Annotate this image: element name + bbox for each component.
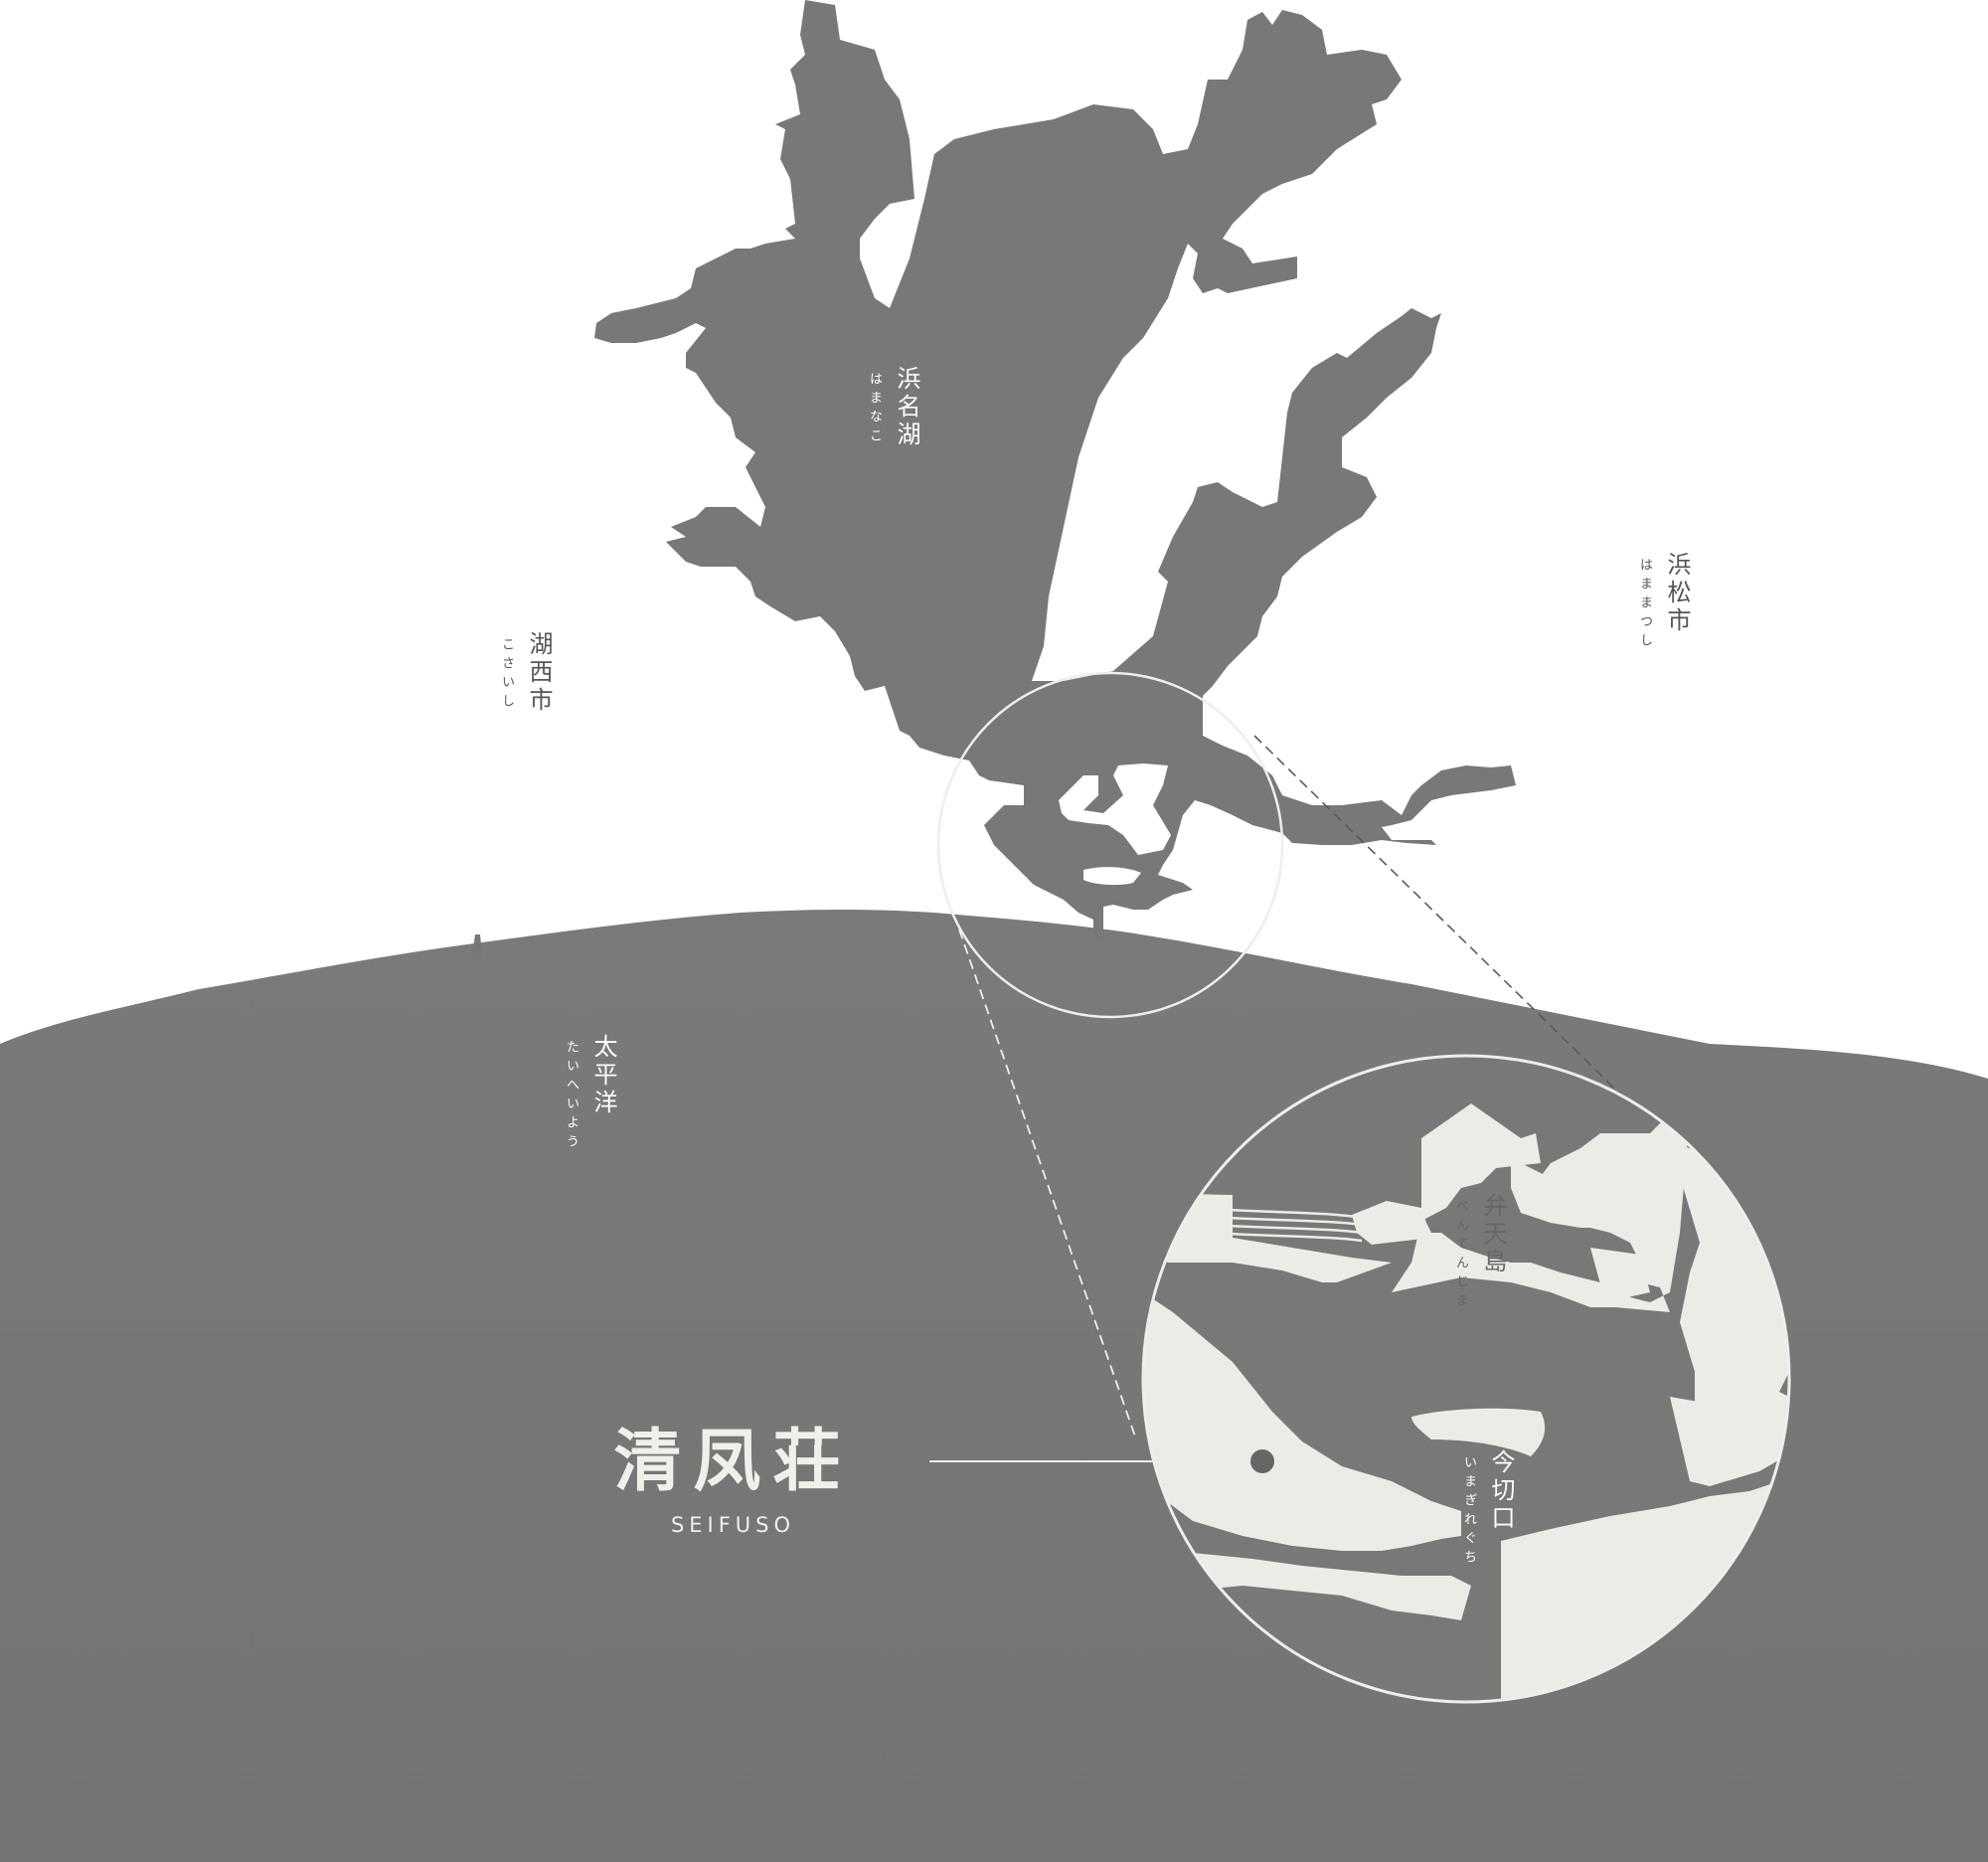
label-hamanako: 浜名湖 はまなこ: [865, 366, 924, 449]
label-pacific-name: 太平洋: [589, 1034, 617, 1117]
label-hamamatsu-name: 浜松市: [1663, 552, 1691, 635]
label-kosai-name: 湖西市: [525, 631, 553, 715]
label-hamanako-ruby: はまなこ: [867, 372, 882, 447]
label-bentenjima: 弁天島 べんてんじま: [1451, 1193, 1511, 1312]
location-marker-icon[interactable]: [1250, 1449, 1274, 1473]
label-imakiriguchi: 今切口 いまぎれぐち: [1459, 1449, 1519, 1569]
label-bentenjima-ruby: べんてんじま: [1453, 1199, 1468, 1312]
groyne: [472, 934, 482, 954]
seifuso-brand[interactable]: 清凤荘 SEIFUSO: [577, 1422, 890, 1537]
label-imakiriguchi-ruby: いまぎれぐち: [1461, 1455, 1476, 1569]
brand-logo-kanji: 清凤荘: [613, 1422, 853, 1501]
label-pacific-ruby: たいへいよう: [564, 1040, 579, 1153]
brand-name-roman: SEIFUSO: [670, 1513, 796, 1537]
bentenjima-area: [1059, 763, 1171, 886]
label-pacific: 太平洋 たいへいよう: [562, 1034, 621, 1153]
zoom-callout-icon: [936, 671, 1284, 1019]
lake-hamana: [594, 0, 1516, 939]
label-hamanako-name: 浜名湖: [893, 366, 920, 449]
label-imakiriguchi-name: 今切口: [1487, 1449, 1515, 1533]
label-kosai-ruby: こさいし: [499, 637, 514, 713]
label-kosai: 湖西市 こさいし: [497, 631, 557, 715]
label-hamamatsu: 浜松市 はままつし: [1635, 552, 1695, 652]
label-hamamatsu-ruby: はままつし: [1637, 558, 1652, 652]
zoom-line-left: [958, 929, 1136, 1438]
label-bentenjima-name: 弁天島: [1479, 1193, 1507, 1276]
zoom-line-right: [1253, 735, 1641, 1114]
